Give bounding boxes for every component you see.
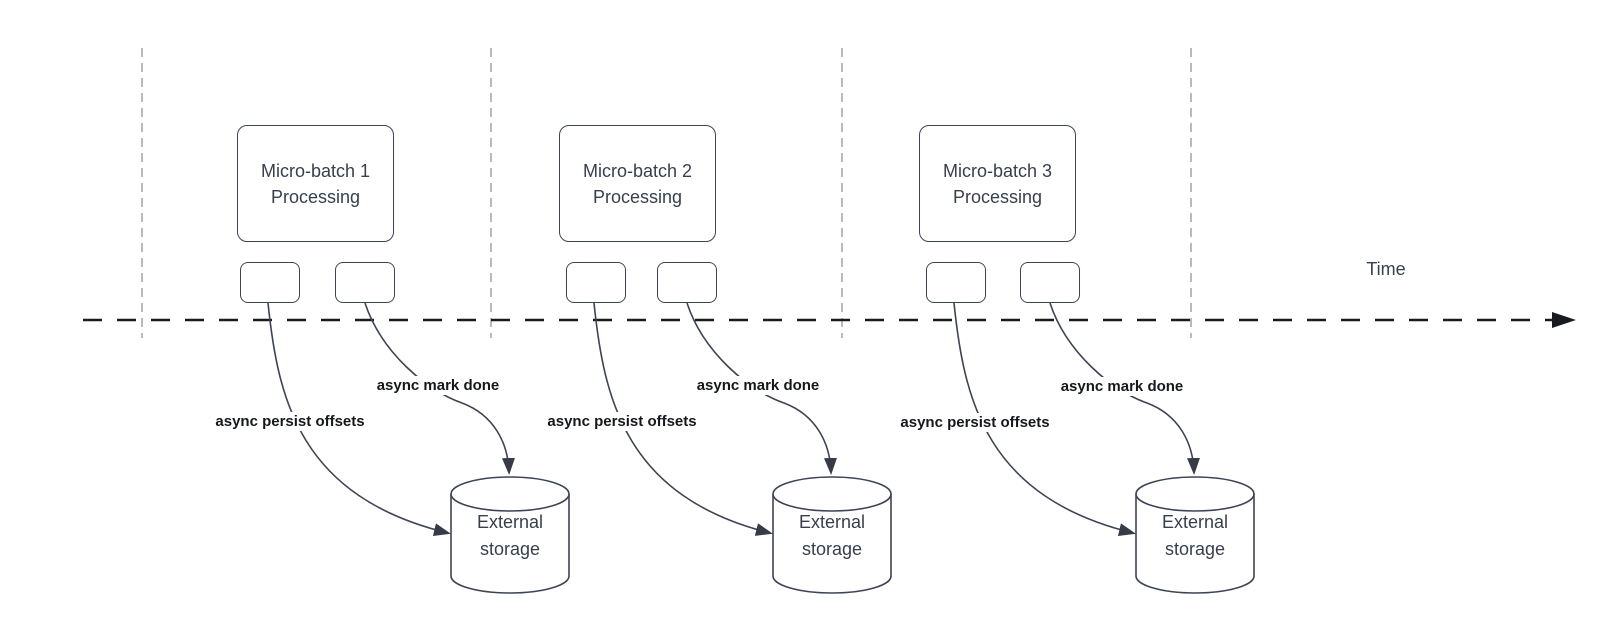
- cylinder-top-ellipse-1: [450, 493, 570, 512]
- storage-cylinder-3: [1135, 476, 1255, 594]
- external-storage-label-2: External storage: [772, 509, 892, 563]
- persist-offsets-label-2: async persist offsets: [544, 412, 700, 431]
- cylinder-top-ellipse-3: [1135, 493, 1255, 512]
- persist-offsets-task-box-3: [926, 262, 986, 303]
- micro-batch-2-line1: Micro-batch 2: [582, 160, 693, 181]
- external-storage-2-line2: storage: [801, 539, 863, 559]
- micro-batch-3-line2: Processing: [952, 186, 1043, 207]
- time-axis-label: Time: [1366, 259, 1406, 279]
- external-storage-3-line1: External: [1161, 512, 1229, 532]
- external-storage-1-line2: storage: [479, 539, 541, 559]
- storage-cylinder-2: [772, 476, 892, 594]
- external-storage-2-line1: External: [798, 512, 866, 532]
- mark-done-arrow-1: [364, 302, 516, 475]
- cylinder-top-ellipse-2: [772, 493, 892, 512]
- micro-batch-2-line2: Processing: [592, 186, 683, 207]
- micro-batch-2-processing-box: Micro-batch 2 Processing: [559, 125, 716, 242]
- external-storage-label-3: External storage: [1135, 509, 1255, 563]
- persist-offsets-arrow-1: [267, 302, 451, 536]
- storage-cylinder-1: [450, 476, 570, 594]
- mark-done-arrow-3: [1049, 302, 1201, 475]
- mark-done-task-box-3: [1020, 262, 1080, 303]
- mark-done-label-2: async mark done: [693, 376, 823, 395]
- external-storage-3-line2: storage: [1164, 539, 1226, 559]
- micro-batch-1-line2: Processing: [270, 186, 361, 207]
- external-storage-1-line1: External: [476, 512, 544, 532]
- mark-done-task-box-2: [657, 262, 717, 303]
- persist-offsets-arrow-3: [953, 302, 1136, 536]
- micro-batch-1-line1: Micro-batch 1: [260, 160, 371, 181]
- persist-offsets-task-box-2: [566, 262, 626, 303]
- micro-batch-3-processing-box: Micro-batch 3 Processing: [919, 125, 1076, 242]
- mark-done-arrow-2: [686, 302, 838, 475]
- external-storage-label-1: External storage: [450, 509, 570, 563]
- mark-done-task-box-1: [335, 262, 395, 303]
- persist-offsets-arrow-2: [593, 302, 773, 536]
- micro-batch-1-processing-box: Micro-batch 1 Processing: [237, 125, 394, 242]
- persist-offsets-label-3: async persist offsets: [897, 413, 1053, 432]
- persist-offsets-task-box-1: [240, 262, 300, 303]
- mark-done-label-3: async mark done: [1057, 377, 1187, 396]
- persist-offsets-label-1: async persist offsets: [212, 412, 368, 431]
- micro-batch-3-line1: Micro-batch 3: [942, 160, 1053, 181]
- mark-done-label-1: async mark done: [373, 376, 503, 395]
